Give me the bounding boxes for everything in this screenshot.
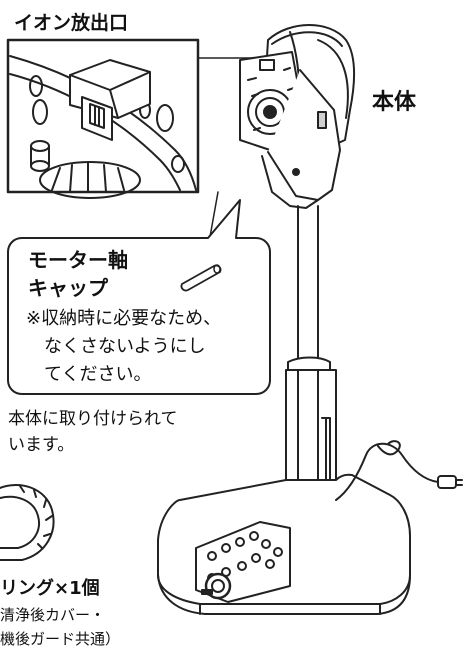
stand-pole [285, 205, 337, 521]
motor-cap-callout [7, 199, 271, 395]
power-cord [335, 440, 463, 501]
callout-note-line1: ※収納時に必要なため、 [26, 308, 222, 329]
ring-note-line2: 機後ガード共通） [0, 630, 121, 648]
ion-outlet-label: イオン放出口 [14, 12, 129, 34]
stand-base [157, 473, 411, 615]
ion-outlet-inset [6, 38, 269, 249]
motor-head [239, 24, 356, 209]
ring-part [0, 484, 55, 561]
callout-title-line2: キャップ [28, 276, 108, 300]
ring-title: リング×1個 [0, 578, 100, 599]
main-body-label: 本体 [372, 90, 417, 115]
callout-note-line3: てください。 [44, 364, 152, 385]
ring-note-line1: 清浄後カバー・ [0, 606, 106, 624]
callout-note-line2: なくさないようにし [44, 336, 206, 357]
attached-note-line1: 本体に取り付けられて [8, 409, 178, 429]
attached-note-line2: います。 [8, 435, 75, 455]
callout-title-line1: モーター軸 [28, 248, 128, 272]
